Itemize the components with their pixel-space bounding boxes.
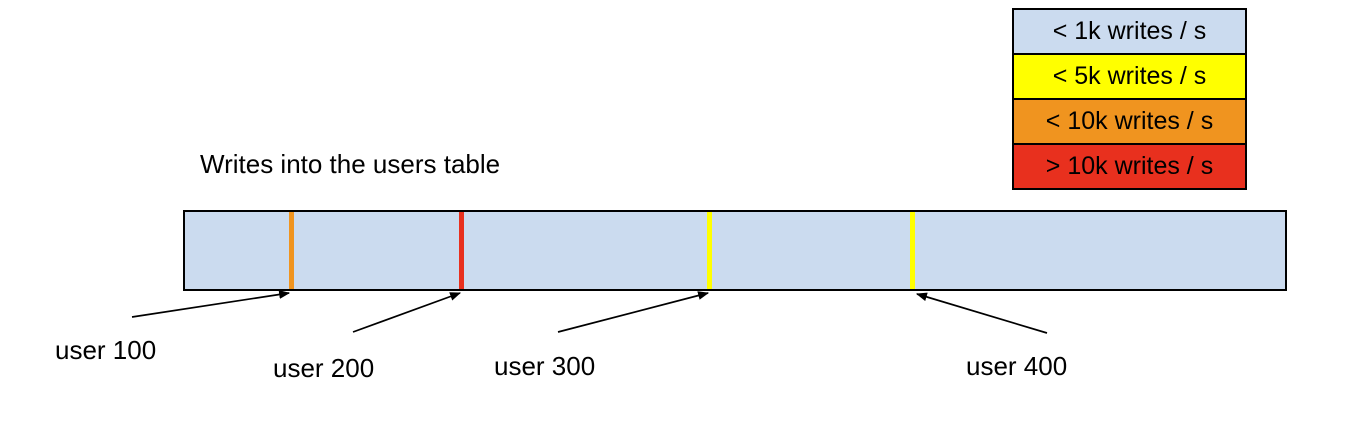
callout-user-300: user 300	[494, 351, 596, 381]
legend-item-lt-1k: < 1k writes / s	[1012, 8, 1247, 55]
legend-item-label: < 5k writes / s	[1052, 62, 1207, 90]
arrow-user-200	[352, 292, 462, 333]
callout-user-100: user 100	[55, 335, 157, 365]
callout-user-400: user 400	[966, 351, 1068, 381]
arrow-user-300	[557, 291, 710, 333]
marker-user-300	[707, 212, 712, 289]
legend-item-gt-10k: > 10k writes / s	[1012, 143, 1247, 190]
legend-item-label: < 10k writes / s	[1045, 107, 1214, 135]
arrow-user-400	[915, 292, 1048, 334]
arrow-user-100	[131, 290, 291, 318]
marker-user-200	[459, 212, 464, 289]
diagram-title: Writes into the users table	[200, 149, 501, 179]
write-rate-legend: < 1k writes / s < 5k writes / s < 10k wr…	[1012, 8, 1247, 190]
marker-user-100	[289, 212, 294, 289]
legend-item-label: < 1k writes / s	[1052, 17, 1207, 45]
legend-item-lt-5k: < 5k writes / s	[1012, 53, 1247, 100]
callout-user-200: user 200	[273, 353, 375, 383]
users-table-bar	[183, 210, 1287, 291]
legend-item-label: > 10k writes / s	[1045, 152, 1214, 180]
legend-item-lt-10k: < 10k writes / s	[1012, 98, 1247, 145]
marker-user-400	[910, 212, 915, 289]
